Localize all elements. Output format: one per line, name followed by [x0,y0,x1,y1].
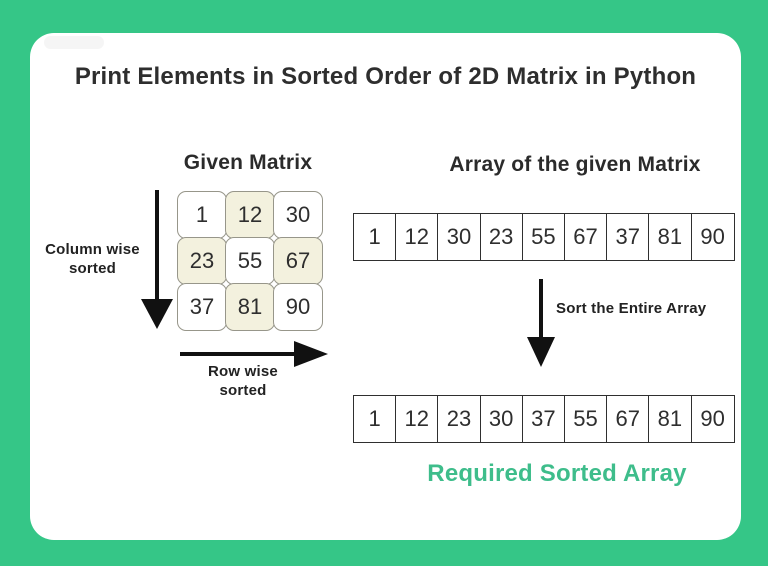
array-cell: 23 [480,214,523,260]
array-cell: 67 [564,214,608,260]
required-sorted-array-label: Required Sorted Array [427,460,687,487]
array-cell: 37 [522,396,565,442]
matrix-cell: 1 [177,191,227,239]
page-title: Print Elements in Sorted Order of 2D Mat… [74,63,697,90]
array-heading: Array of the given Matrix [449,153,701,176]
array-cell: 67 [607,396,650,442]
row-wise-sorted-label: Row wise sorted [208,363,278,399]
array-cell: 81 [649,214,692,260]
array-cell: 30 [438,214,481,260]
matrix-cell: 55 [225,237,275,285]
column-wise-sorted-label: Column wise sorted [45,241,140,277]
array-cell: 90 [691,214,734,260]
array-cell: 23 [438,396,481,442]
diagram-card: Print Elements in Sorted Order of 2D Mat… [30,33,741,540]
given-matrix-heading: Given Matrix [183,151,313,174]
array-cell: 12 [396,214,439,260]
array-cell: 12 [396,396,439,442]
sort-entire-array-label: Sort the Entire Array [556,300,707,317]
watermark-smudge [44,36,104,49]
row-wise-arrow [180,352,298,356]
matrix-cell: 37 [177,283,227,331]
column-wise-arrow [155,190,159,302]
matrix-cell: 67 [273,237,323,285]
array-cell: 1 [354,214,397,260]
column-wise-arrow-head-icon [141,299,173,329]
array-cell: 55 [564,396,608,442]
array-cell: 37 [607,214,650,260]
matrix-cell: 30 [273,191,323,239]
sort-arrow [539,279,543,341]
row-wise-arrow-head-icon [294,341,328,367]
matrix-cell: 23 [177,237,227,285]
array-cell: 81 [649,396,692,442]
array-cell: 30 [480,396,523,442]
matrix-cell: 90 [273,283,323,331]
array-cell: 55 [522,214,565,260]
matrix-cell: 12 [225,191,275,239]
array-cell: 90 [691,396,734,442]
array-cell: 1 [354,396,397,442]
sort-arrow-head-icon [526,337,555,367]
matrix-cell: 81 [225,283,275,331]
